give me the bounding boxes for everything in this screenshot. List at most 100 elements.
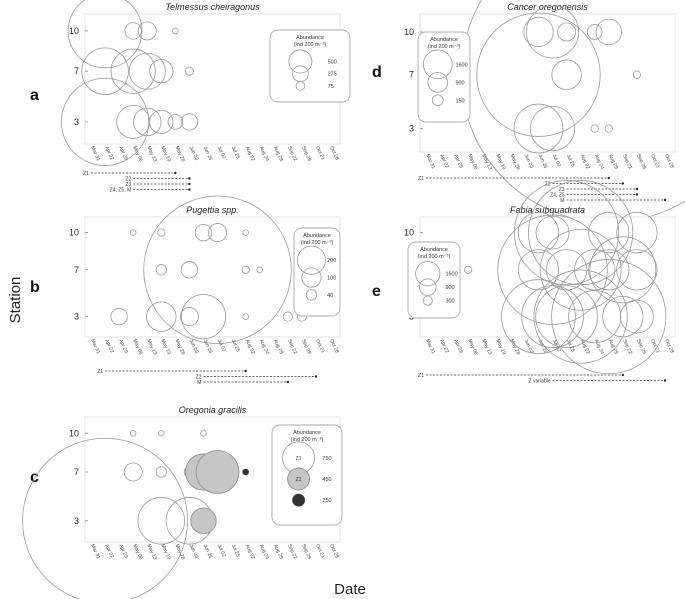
data-point <box>590 124 599 133</box>
data-point <box>172 27 179 35</box>
x-tick-label: May 19 <box>159 145 171 163</box>
x-tick-label: Oct 21 <box>314 145 326 161</box>
data-point <box>157 228 166 237</box>
data-point <box>514 180 620 286</box>
x-tick-label: Oct 21 <box>314 543 326 559</box>
x-tick-label: May 06 <box>466 153 478 171</box>
x-tick-label: May 28 <box>174 543 186 561</box>
data-point <box>146 301 177 332</box>
stage-end <box>607 176 610 180</box>
data-point <box>551 259 667 375</box>
x-tick-label: Oct 21 <box>649 338 661 354</box>
stage-label: Z4, Z5 <box>550 192 565 198</box>
x-tick-label: Aug 29 <box>272 145 284 162</box>
legend-symbol <box>427 72 449 93</box>
y-tick-label: 3 <box>74 117 79 127</box>
x-tick-label: Sep 29 <box>635 338 647 355</box>
data-point <box>521 285 584 348</box>
x-tick-label: May 13 <box>145 145 157 163</box>
x-tick-label: Aug 29 <box>272 543 284 560</box>
x-tick-label: Apr 29 <box>117 543 129 559</box>
data-point <box>533 269 628 364</box>
data-point <box>619 299 654 334</box>
data-point <box>526 5 580 59</box>
stage-end <box>174 171 177 175</box>
x-tick-label: May 13 <box>145 338 157 356</box>
legend-symbol <box>297 245 326 275</box>
x-tick-label: Apr 29 <box>117 145 129 161</box>
data-point <box>208 223 227 243</box>
stage-end <box>286 380 290 384</box>
x-tick-label: Sep 22 <box>621 153 633 170</box>
x-tick-label: Sep 22 <box>286 338 298 355</box>
legend-symbol <box>422 295 433 306</box>
data-point <box>588 249 630 291</box>
legend-title: Abundance <box>293 430 321 436</box>
legend-size-label: 450 <box>322 477 331 483</box>
legend-size-label: 40 <box>327 293 333 299</box>
x-tick-label: Aug 29 <box>607 153 619 170</box>
x-tick-label: May 06 <box>131 338 143 356</box>
x-tick-label: May 06 <box>131 145 143 163</box>
y-tick-label: 3 <box>74 312 79 322</box>
data-point <box>67 0 143 69</box>
legend-unit: (ind 200 m⁻³) <box>291 437 324 443</box>
data-point <box>22 437 188 599</box>
stage-label: Z2 <box>125 176 131 182</box>
legend-symbol <box>288 49 313 74</box>
x-tick-label: Jul 25 <box>565 153 576 168</box>
x-tick-label: May 13 <box>480 338 492 356</box>
data-point <box>180 261 199 279</box>
x-tick-label: Jul 02 <box>551 153 562 168</box>
y-tick-label: 10 <box>69 228 79 238</box>
data-point <box>143 195 292 344</box>
data-point <box>195 450 240 494</box>
x-tick-label: Oct 28 <box>328 543 340 559</box>
x-tick-label: Oct 28 <box>663 153 675 169</box>
data-point <box>123 462 143 482</box>
data-point <box>81 47 129 95</box>
y-tick-label: 10 <box>404 27 414 37</box>
data-point <box>545 249 588 291</box>
stage-end <box>188 188 191 191</box>
x-tick-label: Oct 21 <box>649 153 661 169</box>
x-tick-label: Jun 26 <box>537 338 549 354</box>
stage-end <box>663 198 667 202</box>
x-tick-label: Apr 22 <box>103 338 115 354</box>
x-tick-label: Jul 25 <box>230 145 241 160</box>
stage-label: Z1 <box>97 369 103 375</box>
data-point <box>602 295 644 338</box>
panel-title: Pugettia spp. <box>186 205 239 215</box>
legend-symbol <box>415 261 441 287</box>
x-tick-label: Mar 31 <box>89 338 101 355</box>
x-tick-label: Jul 25 <box>230 338 241 353</box>
data-point <box>535 215 570 250</box>
x-tick-label: Apr 22 <box>103 543 115 559</box>
x-tick-label: Jun 03 <box>523 153 535 169</box>
stage-end <box>635 193 639 196</box>
x-tick-label: May 28 <box>174 338 186 356</box>
x-tick-label: Apr 22 <box>438 338 450 354</box>
data-point <box>517 249 560 291</box>
stage-label: Z1 <box>83 171 89 177</box>
legend-size-label: 750 <box>322 456 331 462</box>
data-point <box>242 313 249 320</box>
x-tick-label: Sep 22 <box>286 543 298 560</box>
x-tick-label: May 13 <box>480 153 492 171</box>
x-tick-label: Sep 29 <box>635 153 647 170</box>
data-point <box>501 279 576 354</box>
legend-size-label: 900 <box>445 285 454 291</box>
figure-xlabel: Date <box>334 581 366 598</box>
x-tick-label: Aug 02 <box>244 338 256 355</box>
x-tick-label: May 19 <box>159 338 171 356</box>
data-point <box>464 265 473 274</box>
panel-title: Fabia subquadrata <box>510 205 585 215</box>
data-point <box>513 103 564 154</box>
stage-end <box>188 177 191 180</box>
x-tick-label: Jun 26 <box>202 543 214 559</box>
data-point <box>242 229 249 236</box>
panel-title: Telmessus cheiragonus <box>165 2 260 12</box>
x-tick-label: Oct 28 <box>663 338 675 354</box>
data-point <box>110 307 128 326</box>
